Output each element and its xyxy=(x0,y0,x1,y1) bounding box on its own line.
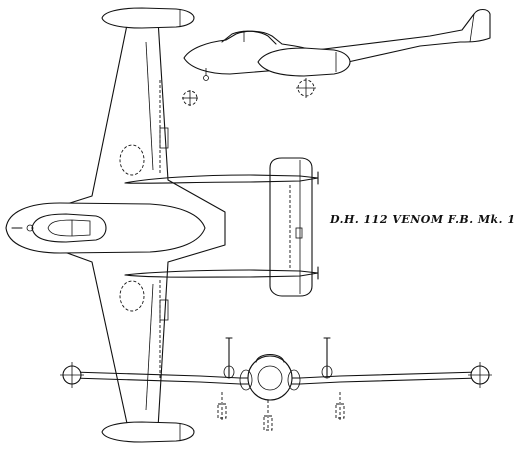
front-fuselage xyxy=(247,355,293,401)
side-tip-tank xyxy=(257,47,351,77)
plan-tailplane xyxy=(269,157,313,297)
front-canopy xyxy=(255,353,285,363)
plan-tip-tank-upper xyxy=(101,7,195,29)
drawing-caption: D.H. 112 VENOM F.B. Mk. 1 xyxy=(330,213,515,226)
plan-view xyxy=(5,7,319,443)
front-view xyxy=(60,337,492,431)
front-fin-left xyxy=(225,337,233,379)
front-fin-right xyxy=(323,337,331,379)
plan-canopy xyxy=(31,213,107,243)
plan-tip-tank-lower xyxy=(101,421,195,443)
side-tail-boom xyxy=(299,8,491,67)
plan-boom-upper xyxy=(124,174,319,184)
three-view-drawing xyxy=(5,7,492,443)
side-view xyxy=(182,8,491,106)
plan-undercarriage-upper xyxy=(119,144,145,176)
plan-undercarriage-lower xyxy=(119,280,145,312)
side-canopy xyxy=(221,30,277,45)
plan-boom-lower xyxy=(124,269,319,278)
